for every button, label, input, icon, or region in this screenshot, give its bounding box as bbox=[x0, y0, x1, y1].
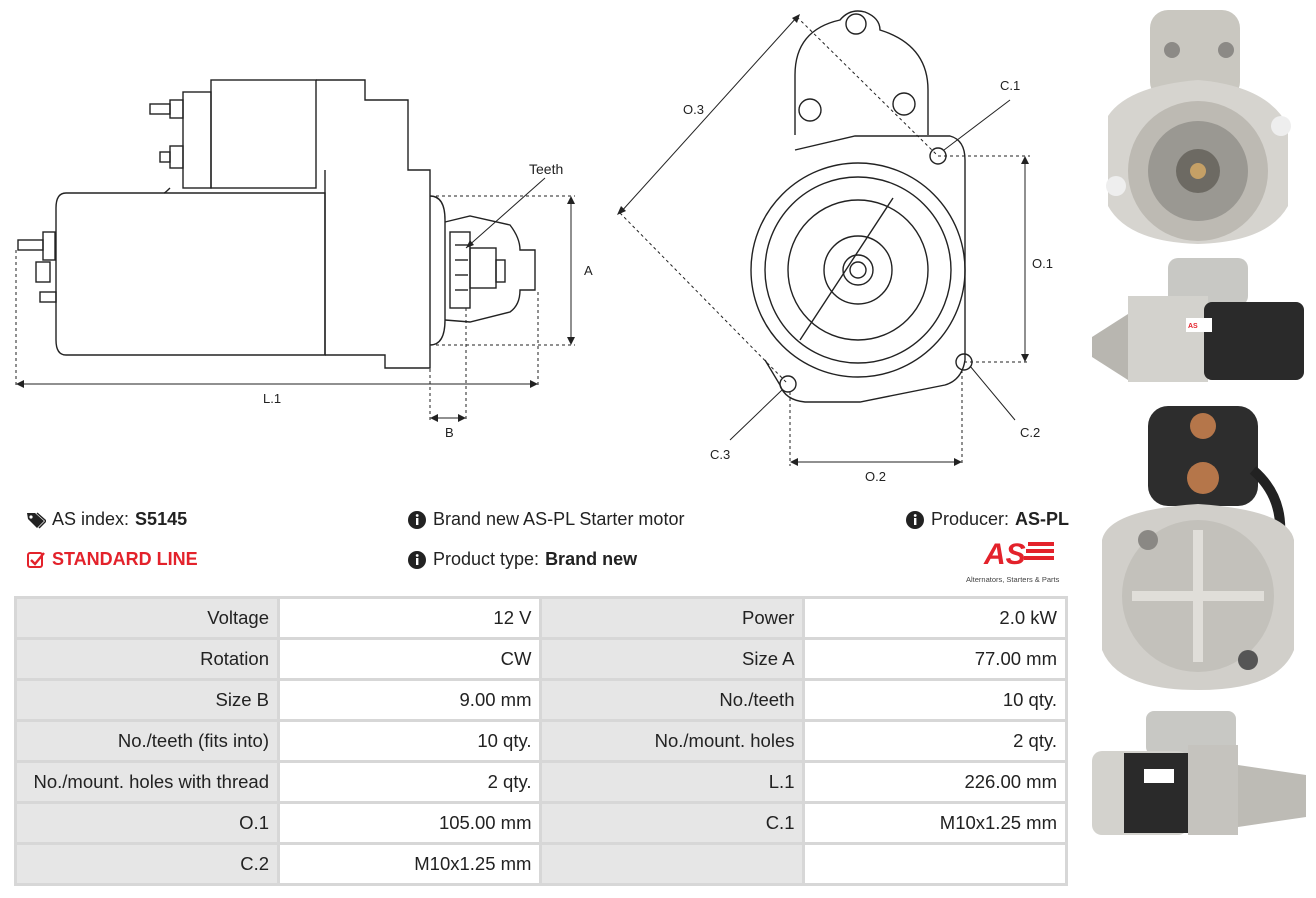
spec-value: CW bbox=[280, 640, 540, 678]
spec-row: No./teeth (fits into)10 qty.No./mount. h… bbox=[17, 722, 1065, 760]
photo-side-view-bottom bbox=[1092, 711, 1306, 835]
logo-text: AS bbox=[983, 538, 1026, 568]
info-icon bbox=[408, 510, 426, 529]
as-index-value: S5145 bbox=[135, 509, 188, 529]
spec-label: C.2 bbox=[17, 845, 277, 883]
label-c1: C.1 bbox=[1000, 78, 1020, 93]
spec-label: No./teeth bbox=[542, 681, 803, 719]
spec-value: 2.0 kW bbox=[805, 599, 1065, 637]
spec-value: 10 qty. bbox=[280, 722, 540, 760]
label-b: B bbox=[445, 425, 454, 440]
standard-line-label: STANDARD LINE bbox=[52, 549, 198, 569]
spec-value: 9.00 mm bbox=[280, 681, 540, 719]
spec-label: No./mount. holes with thread bbox=[17, 763, 277, 801]
photo-front-view bbox=[1106, 10, 1291, 244]
spec-label: C.1 bbox=[542, 804, 803, 842]
spec-label: Voltage bbox=[17, 599, 277, 637]
spec-label: O.1 bbox=[17, 804, 277, 842]
spec-label: L.1 bbox=[542, 763, 803, 801]
product-type: Product type: Brand new bbox=[407, 549, 637, 570]
spec-label bbox=[542, 845, 803, 883]
label-a: A bbox=[584, 263, 593, 278]
spec-label: No./mount. holes bbox=[542, 722, 803, 760]
producer: Producer: AS-PL bbox=[905, 509, 1069, 530]
spec-value: 2 qty. bbox=[280, 763, 540, 801]
photo-side-view-top: AS bbox=[1092, 258, 1304, 382]
description-text: Brand new AS-PL Starter motor bbox=[433, 509, 685, 529]
svg-text:AS: AS bbox=[1188, 323, 1198, 330]
spec-value bbox=[805, 845, 1065, 883]
spec-value: 12 V bbox=[280, 599, 540, 637]
spec-label: Size B bbox=[17, 681, 277, 719]
producer-label: Producer: bbox=[931, 509, 1010, 529]
spec-value: 105.00 mm bbox=[280, 804, 540, 842]
front-view-drawing: O.3 C.1 O.1 C.2 C.3 O.2 bbox=[617, 10, 1053, 484]
label-o1: O.1 bbox=[1032, 256, 1053, 271]
photo-rear-view bbox=[1102, 406, 1294, 690]
as-index: AS index: S5145 bbox=[26, 509, 187, 530]
spec-label: Rotation bbox=[17, 640, 277, 678]
label-c3: C.3 bbox=[710, 447, 730, 462]
spec-value: 77.00 mm bbox=[805, 640, 1065, 678]
spec-value: 10 qty. bbox=[805, 681, 1065, 719]
standard-line: STANDARD LINE bbox=[26, 549, 198, 570]
product-type-value: Brand new bbox=[545, 549, 638, 569]
producer-value: AS-PL bbox=[1015, 509, 1070, 529]
spec-value: 2 qty. bbox=[805, 722, 1065, 760]
side-view-drawing: Teeth A L.1 B bbox=[15, 79, 593, 440]
label-l1: L.1 bbox=[263, 391, 281, 406]
as-index-label: AS index: bbox=[52, 509, 130, 529]
spec-value: M10x1.25 mm bbox=[280, 845, 540, 883]
as-pl-logo: AS Alternators, Starters & Parts bbox=[966, 538, 1070, 584]
spec-label: Power bbox=[542, 599, 803, 637]
logo-tagline: Alternators, Starters & Parts bbox=[966, 575, 1060, 584]
info-icon bbox=[906, 510, 924, 529]
description: Brand new AS-PL Starter motor bbox=[407, 509, 684, 530]
product-type-label: Product type: bbox=[433, 549, 540, 569]
label-teeth: Teeth bbox=[529, 161, 563, 177]
label-o2: O.2 bbox=[865, 469, 886, 484]
logo-mark: AS bbox=[983, 538, 1054, 571]
label-o3: O.3 bbox=[683, 102, 704, 117]
spec-value: M10x1.25 mm bbox=[805, 804, 1065, 842]
spec-label: Size A bbox=[542, 640, 803, 678]
checkbox-icon bbox=[27, 551, 45, 568]
spec-value: 226.00 mm bbox=[805, 763, 1065, 801]
tags-icon bbox=[27, 511, 46, 529]
label-c2: C.2 bbox=[1020, 425, 1040, 440]
spec-label: No./teeth (fits into) bbox=[17, 722, 277, 760]
info-icon bbox=[408, 550, 426, 569]
